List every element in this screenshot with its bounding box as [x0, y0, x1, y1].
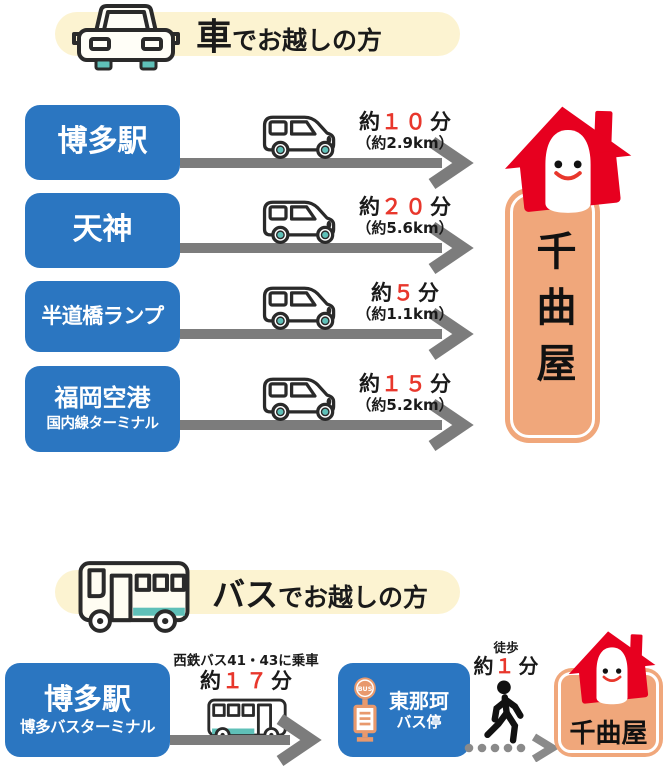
time-prefix: 約	[359, 195, 380, 219]
house-mascot-icon	[568, 631, 656, 705]
bus-stop-icon: BUS	[353, 677, 377, 742]
route-time-label: 約５分 （約1.1km）	[330, 281, 480, 323]
time-suffix: 分	[418, 281, 439, 305]
time-suffix: 分	[518, 654, 539, 679]
route-time-label: 約１０分 （約2.9km）	[330, 110, 480, 152]
bus-stop-name: 東那珂	[389, 689, 449, 713]
time-value: ５	[393, 281, 417, 305]
bus-stop-sign-text: BUS	[358, 686, 373, 693]
bus-ride-label: 西鉄バス41・43に乗車 約１７分	[166, 654, 326, 693]
time-value: １５	[381, 372, 429, 396]
route-arrow	[180, 222, 474, 274]
destination-box-tall: 千曲屋	[505, 188, 600, 443]
time-suffix: 分	[430, 195, 451, 219]
bus-stop-box-higashinaka: BUS 東那珂 バス停	[338, 663, 470, 757]
route-distance: （約2.9km）	[356, 134, 454, 153]
time-prefix: 約	[200, 668, 221, 693]
bus-banner-rest: でお越しの方	[278, 583, 429, 612]
destination-name-vertical: 千曲屋	[529, 230, 576, 398]
car-banner-rest: でお越しの方	[232, 26, 383, 55]
time-value: １	[494, 654, 518, 679]
route-time-label: 約１５分 （約5.2km）	[330, 372, 480, 414]
time-prefix: 約	[473, 654, 494, 679]
route-distance: （約5.6km）	[356, 219, 454, 238]
walk-dotted-arrow	[464, 733, 560, 762]
walking-person-icon	[484, 680, 524, 744]
time-prefix: 約	[371, 281, 392, 305]
bus-side-icon-route	[207, 698, 287, 743]
time-prefix: 約	[359, 372, 380, 396]
origin-label: 博多駅	[43, 681, 131, 716]
origin-sublabel: 国内線ターミナル	[46, 415, 160, 432]
route-arrow	[180, 308, 474, 360]
origin-label: 半道橋ランプ	[41, 304, 164, 329]
time-suffix: 分	[271, 668, 292, 693]
origin-label: 天神	[72, 212, 133, 248]
origin-box-handobashi-ramp: 半道橋ランプ	[25, 281, 180, 352]
origin-box-hakata-station: 博多駅	[25, 105, 180, 180]
time-value: １７	[222, 668, 270, 693]
bus-line-info: 西鉄バス41・43に乗車	[173, 653, 319, 669]
destination-name-horizontal: 千曲屋	[569, 719, 648, 749]
bus-banner-emphasis: バス	[212, 575, 278, 614]
bus-stop-sublabel: バス停	[396, 713, 442, 731]
time-value: ２０	[381, 195, 429, 219]
car-side-icon	[262, 286, 336, 330]
time-suffix: 分	[430, 110, 451, 134]
route-time-label: 約２０分 （約5.6km）	[330, 195, 480, 237]
time-suffix: 分	[430, 372, 451, 396]
car-side-icon	[262, 115, 336, 159]
car-front-icon	[72, 4, 180, 71]
car-side-icon	[262, 200, 336, 244]
route-distance: （約1.1km）	[356, 305, 454, 324]
bus-route-arrow	[170, 714, 322, 766]
car-banner-emphasis: 車	[196, 17, 233, 58]
walk-word: 徒歩	[493, 640, 519, 655]
origin-sublabel: 博多バスターミナル	[19, 718, 156, 737]
route-arrow	[180, 137, 474, 189]
bus-banner-title: バス でお越しの方	[212, 578, 428, 611]
route-arrow	[180, 399, 474, 451]
origin-box-hakata-bus-terminal: 博多駅 博多バスターミナル	[5, 663, 170, 757]
car-side-icon	[262, 377, 336, 421]
origin-label: 福岡空港	[54, 384, 151, 413]
walk-label: 徒歩 約１分	[458, 640, 554, 679]
car-banner-title: 車 でお越しの方	[196, 20, 382, 56]
origin-box-tenjin: 天神	[25, 193, 180, 268]
origin-box-fukuoka-airport: 福岡空港 国内線ターミナル	[25, 366, 180, 452]
bus-side-icon-banner	[78, 561, 190, 633]
time-value: １０	[381, 110, 429, 134]
route-distance: （約5.2km）	[356, 396, 454, 415]
time-prefix: 約	[359, 110, 380, 134]
origin-label: 博多駅	[57, 124, 148, 160]
house-mascot-icon	[504, 106, 632, 213]
